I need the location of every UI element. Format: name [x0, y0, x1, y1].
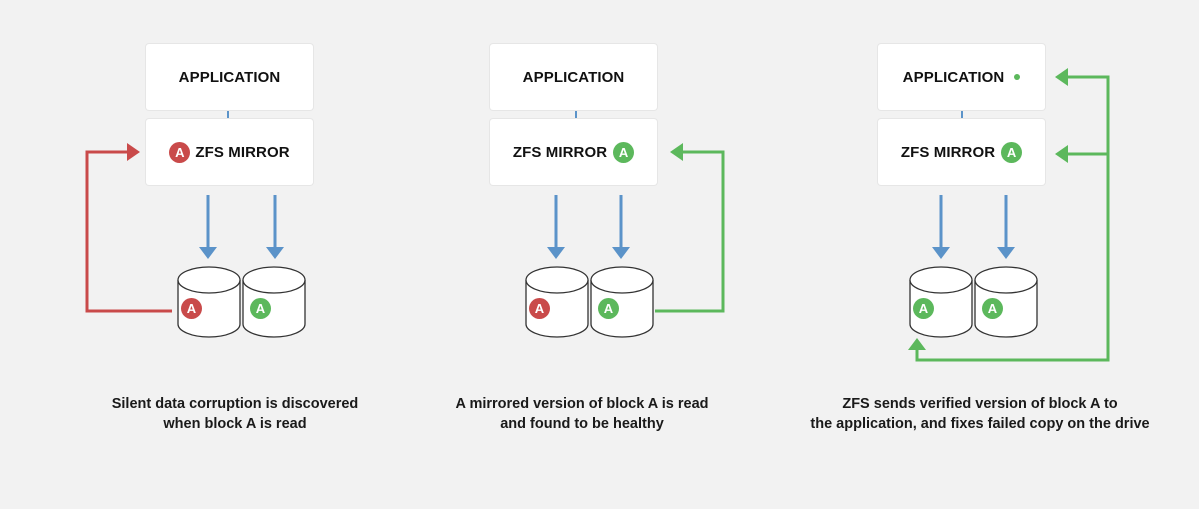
application-label: APPLICATION — [522, 68, 625, 86]
disk-2-block-a-healthy-badge: A — [598, 298, 619, 319]
disk-1-block-a-corrupt-badge: A — [181, 298, 202, 319]
application-label: APPLICATION — [902, 68, 1005, 86]
application-label: APPLICATION — [178, 68, 281, 86]
disk-2-block-a-healthy-badge: A — [982, 298, 1003, 319]
to-disk-arrowhead — [908, 338, 926, 350]
disk-1-block-a-corrupt-badge: A — [529, 298, 550, 319]
disk-1-block-a-repaired-badge: A — [913, 298, 934, 319]
received-block-dot-icon — [1014, 74, 1021, 80]
zfs-mirror-label: ZFS MIRROR — [900, 143, 996, 161]
application-box: APPLICATION — [878, 44, 1045, 110]
panel-3-graphics — [908, 68, 1110, 362]
application-box: APPLICATION — [146, 44, 313, 110]
panel-2-caption: A mirrored version of block A is read an… — [455, 396, 709, 432]
zfs-mirror-box: ZFS MIRROR A — [490, 119, 657, 185]
zfs-mirror-box: A ZFS MIRROR — [146, 119, 313, 185]
panel-1-graphics — [85, 88, 306, 338]
to-application-arrowhead — [1055, 68, 1068, 86]
mirror-to-disk-1-arrow — [547, 195, 565, 259]
application-box: APPLICATION — [490, 44, 657, 110]
panel-3-caption: ZFS sends verified version of block A to… — [810, 396, 1150, 432]
repair-arrows — [908, 68, 1110, 362]
panel-2-graphics — [525, 88, 725, 338]
zfs-mirror-label: ZFS MIRROR — [195, 143, 290, 161]
zfs-mirror-label: ZFS MIRROR — [512, 143, 608, 161]
healthy-return-arrow — [655, 143, 725, 313]
mirror-to-disk-1-arrow — [932, 195, 950, 259]
panel-1-caption: Silent data corruption is discovered whe… — [111, 396, 359, 432]
mirror-to-disk-2-arrow — [266, 195, 284, 259]
disk-2-block-a-healthy-badge: A — [250, 298, 271, 319]
corrupt-return-arrow — [85, 143, 172, 313]
block-a-corrupt-badge: A — [169, 141, 191, 163]
to-mirror-arrowhead — [1055, 145, 1068, 163]
mirror-to-disk-2-arrow — [612, 195, 630, 259]
mirror-to-disk-2-arrow — [997, 195, 1015, 259]
block-a-healthy-badge: A — [1001, 141, 1023, 163]
block-a-healthy-badge: A — [613, 141, 635, 163]
zfs-mirror-box: ZFS MIRROR A — [878, 119, 1045, 185]
mirror-to-disk-1-arrow — [199, 195, 217, 259]
